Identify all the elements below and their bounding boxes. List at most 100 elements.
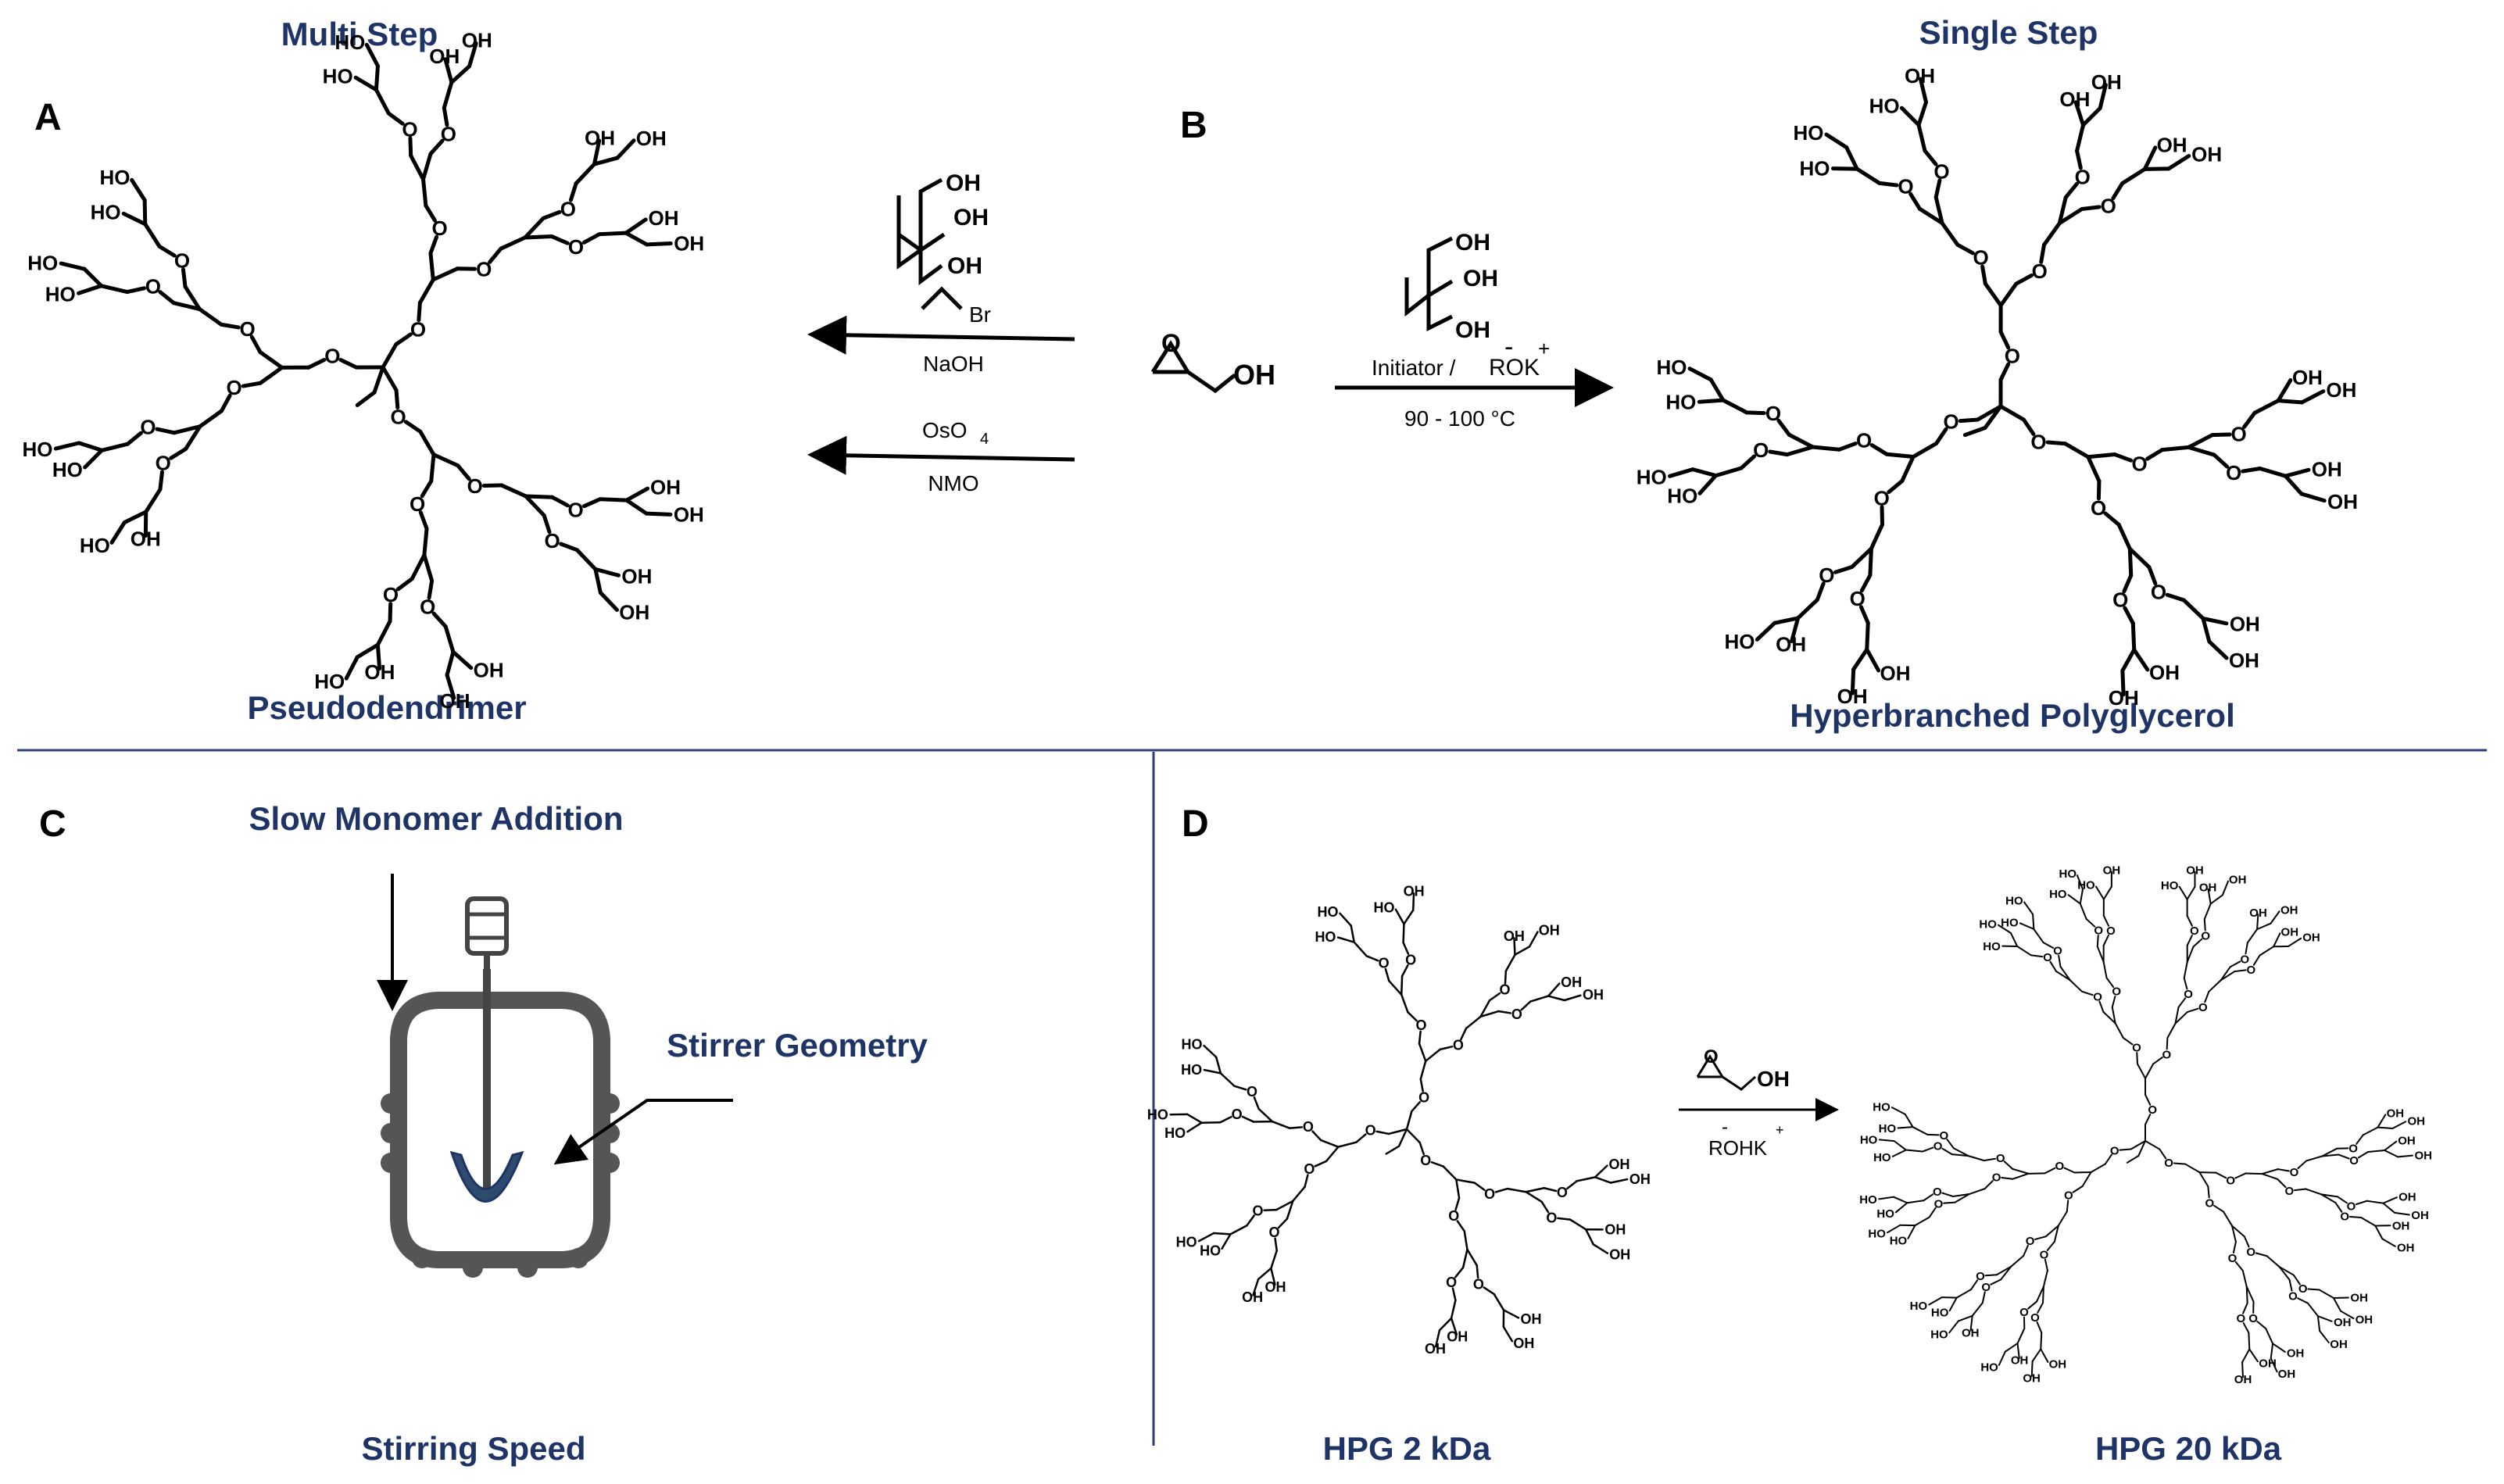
bond [2177,997,2187,1008]
bond [1186,1113,1203,1124]
atom-label: OH [1265,1279,1286,1295]
initiator-b-oh-1: OH [1455,230,1490,256]
bond [2063,1167,2076,1174]
bond [355,642,380,660]
bond [2165,592,2186,603]
bond [1998,1350,2006,1366]
atom-label: O [1252,1203,1263,1218]
bond [2334,1201,2343,1213]
bond [2174,1006,2180,1024]
bond [597,231,628,237]
bond [1980,264,1987,286]
reagent-oso4-subscript: 4 [980,431,989,448]
bond [181,267,188,289]
atom-label: O [156,452,171,475]
atom-label: O [1819,563,1834,587]
bond [481,483,504,488]
bond [2102,934,2109,946]
atom-label: O [1933,1139,1943,1153]
bond [2320,1193,2339,1198]
bond [2122,1037,2134,1046]
bond [1461,1248,1468,1269]
bond [2130,1140,2146,1150]
bond [143,222,162,249]
atom-label: HO [2005,895,2023,908]
bond [2120,166,2147,186]
reagent-rohk: ROHK [1708,1136,1768,1160]
bond [2256,914,2259,931]
bond [1790,616,1801,644]
bond [417,300,422,323]
atom-label: HO [1860,1133,1878,1146]
bond [2356,1134,2364,1145]
atom-label: O [2184,988,2193,1001]
bond [1837,442,1858,452]
bond [2042,942,2055,949]
bond [1439,1046,1454,1051]
bond [624,498,649,516]
bond [2362,1126,2379,1136]
atom-label: O [2053,945,2062,958]
bond [2246,928,2259,944]
bond [2086,452,2117,460]
atom-label: O [441,123,456,146]
bond [1504,953,1516,972]
bond [403,420,423,434]
atom-label: OH [674,231,704,255]
atom-label: O [1247,1084,1257,1100]
atom-label: O [2240,953,2249,966]
atom-label: HO [1910,1300,1928,1313]
atom-label: OH [2334,1316,2352,1329]
bond [1388,979,1403,996]
atom-label: O [2148,1103,2157,1117]
atom-label: OH [1609,1247,1630,1263]
bond [375,642,382,671]
bond [1274,1237,1278,1252]
atom-label: O [2347,1200,2356,1213]
bond [2039,242,2046,264]
atom-label: OH [2186,864,2204,877]
bond [524,494,555,499]
atom-label: HO [314,670,345,693]
bond [241,381,263,388]
bond [1739,454,1757,470]
atom-label: HO [1176,1235,1197,1250]
bond [1502,1325,1514,1343]
bond [2144,1063,2155,1079]
bond [2338,1153,2350,1160]
atom-label: O [1850,587,1865,610]
bond [1405,1128,1421,1144]
bond [1908,191,1922,211]
bond [219,393,232,413]
bond [2241,1269,2248,1288]
bond [1271,1120,1291,1129]
bond [1292,1185,1306,1203]
bond [2016,1327,2026,1345]
bond [2114,1022,2124,1039]
atom-label: OH [429,45,460,68]
panel-b-letter: B [1180,105,1207,146]
bond [2186,885,2196,900]
atom-label: O [2075,165,2091,188]
atom-label: O [2284,1185,2294,1198]
bond [1219,1115,1232,1124]
bond [2242,410,2257,429]
bond [2144,1114,2152,1125]
bond [2340,1310,2355,1320]
bond [2014,273,2034,286]
bond [2259,946,2275,957]
bond [197,307,224,327]
atom-label: HO [1147,1107,1168,1123]
bond [2292,1274,2301,1286]
bond [1270,1267,1276,1286]
bond [2297,1297,2309,1304]
bond [2041,1286,2044,1304]
atom-label: HO [1876,1207,1894,1221]
bond [2009,932,2019,948]
bond [2059,966,2071,982]
bond [1186,1121,1203,1133]
atom-label: O [140,416,156,439]
bond [353,75,378,92]
bond [1253,1096,1260,1110]
hpg-20kda-label: HPG 20 kDa [2095,1430,2282,1467]
